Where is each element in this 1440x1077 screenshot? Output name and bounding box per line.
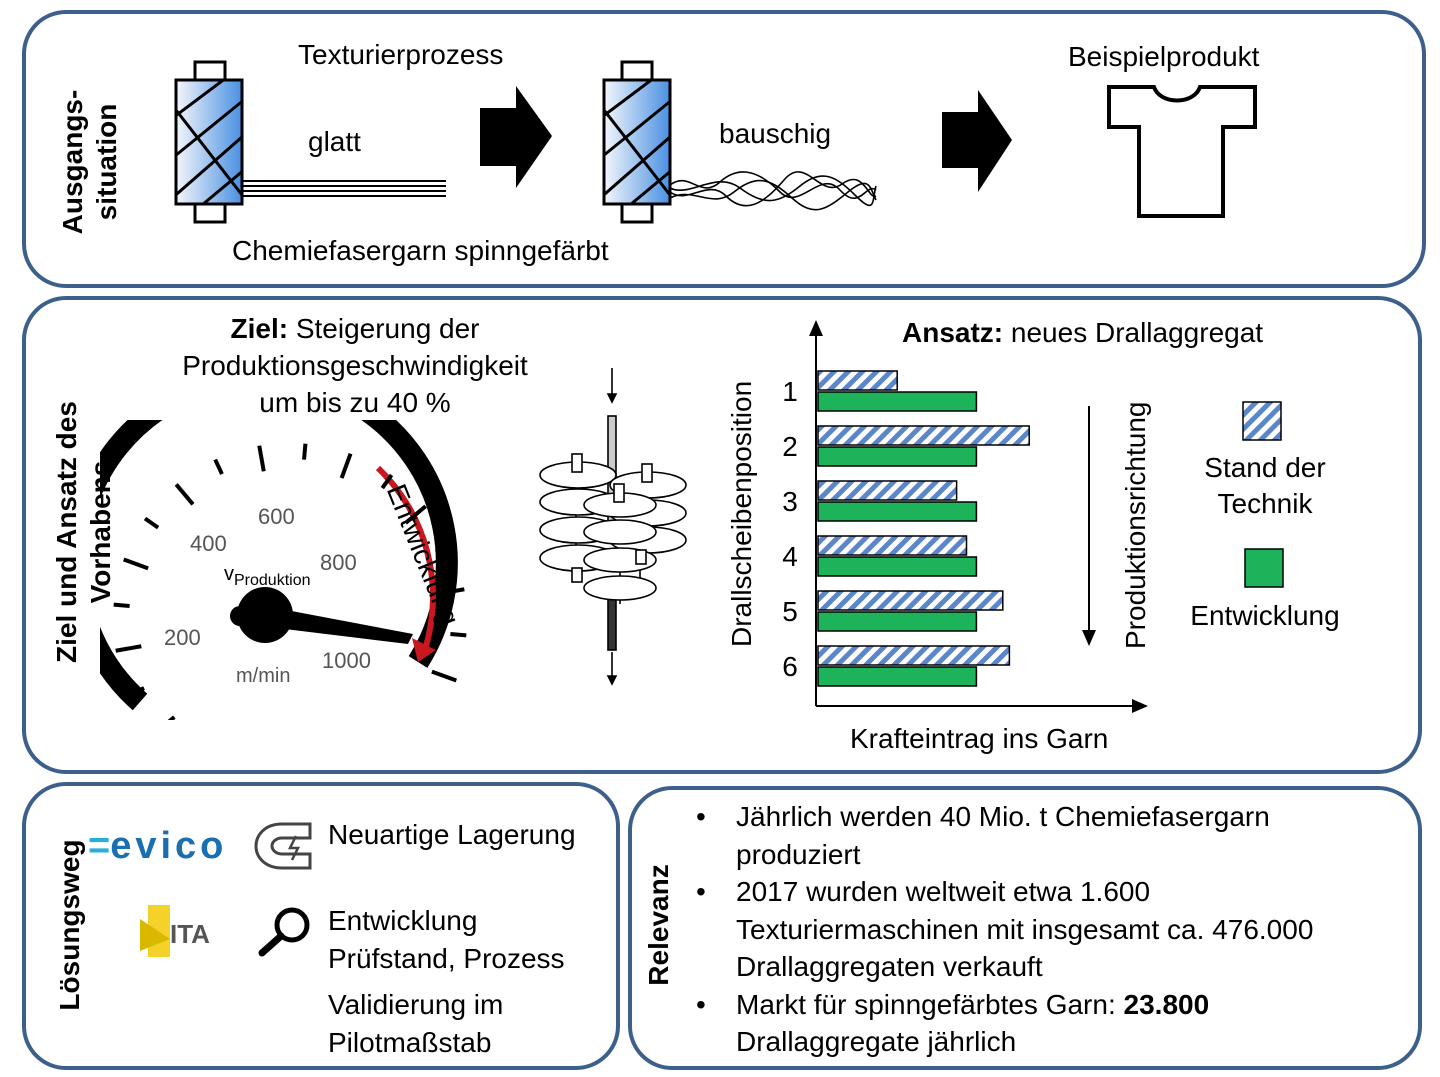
goal-line1: Steigerung der (288, 313, 480, 344)
tick-1000: 1000 (322, 648, 371, 673)
speed-tick (122, 557, 149, 571)
speedometer-icon: 200 400 600 800 1000 vProduktion m/min (100, 420, 467, 720)
spool-icon (174, 60, 244, 224)
bar-entwicklung-4 (817, 556, 978, 577)
goal-line2: Produktionsgeschwindigkeit (182, 350, 528, 381)
legend-label-stand: Stand der Technik (1204, 452, 1326, 519)
speed-unit: m/min (236, 665, 290, 687)
tick-400: 400 (190, 531, 227, 556)
speed-tick (431, 669, 458, 683)
speed-tick (438, 587, 465, 596)
speed-tick (380, 473, 394, 490)
bar-entwicklung-2 (817, 446, 978, 467)
item-validierung-line1: Validierung im (328, 989, 504, 1020)
category-label: 5 (782, 596, 798, 627)
speed-tick (257, 445, 266, 472)
category-label: 2 (782, 431, 798, 462)
category-label: 1 (782, 376, 798, 407)
goal-bold: Ziel: (230, 313, 289, 344)
panel-loesungsweg (22, 782, 620, 1070)
smooth-yarn (242, 180, 446, 197)
item-validierung-line2: Pilotmaßstab (328, 1027, 492, 1058)
evico-logo: =evico (88, 825, 228, 867)
speed-tick (174, 483, 195, 506)
category-label: 6 (782, 651, 798, 682)
relevance-item: Jährlich werden 40 Mio. t Chemiefasergar… (696, 798, 1396, 873)
arrow-right-icon (942, 90, 1012, 192)
bar-entwicklung-6 (817, 666, 978, 687)
speed-tick (113, 602, 130, 608)
speed-symbol: vProduktion (224, 563, 311, 589)
bar-chart: 1 2 3 4 5 6 (782, 320, 1284, 713)
bar-stand-2 (817, 425, 1030, 446)
bulky-yarn (669, 171, 877, 211)
ita-logo: ITA (140, 905, 210, 957)
chart-title: Ansatz: neues Drallaggregat (902, 317, 1264, 348)
arrow-right-icon (480, 86, 552, 188)
speed-tick (302, 443, 308, 460)
magnifier-icon (258, 907, 310, 957)
speed-tick (143, 516, 160, 530)
relevance-item: 2017 wurden weltweit etwa 1.600 Texturie… (696, 873, 1396, 986)
bar-entwicklung-5 (817, 611, 978, 632)
item-entwicklung-line1: Entwicklung (328, 905, 478, 936)
panel-ziel-und-ansatz (22, 296, 1422, 774)
bar-stand-6 (817, 645, 1011, 666)
process-title: Texturierprozess (298, 39, 504, 70)
bar-stand-5 (817, 590, 1004, 611)
section-label-loesungsweg: Lösungsweg (54, 839, 85, 1011)
goal-line3: um bis zu 40 % (259, 387, 451, 418)
section-label-relevanz: Relevanz (643, 864, 674, 986)
speed-tick (213, 458, 224, 475)
tick-600: 600 (258, 504, 295, 529)
speed-tick (404, 504, 427, 525)
legend-swatch-hatched (1242, 401, 1282, 441)
category-label: 4 (782, 541, 798, 572)
product-title: Beispielprodukt (1068, 41, 1260, 72)
yarn-label: Chemiefasergarn spinngefärbt (232, 235, 609, 266)
spool-icon (602, 60, 672, 224)
bar-stand-3 (817, 480, 958, 501)
relevance-list: Jährlich werden 40 Mio. t Chemiefasergar… (696, 798, 1396, 1061)
twist-unit-icon (539, 368, 687, 686)
bar-stand-4 (817, 535, 968, 556)
tshirt-icon (1107, 85, 1257, 218)
bar-entwicklung-3 (817, 501, 978, 522)
speed-tick (128, 686, 145, 697)
smooth-label: glatt (308, 126, 361, 157)
legend-label-entwicklung: Entwicklung (1190, 600, 1340, 631)
goal-text: Ziel: Steigerung der Produktionsgeschwin… (150, 312, 560, 420)
speed-tick (450, 632, 467, 638)
relevance-item: Markt für spinngefärbtes Garn: 23.800 Dr… (696, 986, 1396, 1061)
speed-tick (115, 644, 142, 653)
bulky-label: bauschig (719, 118, 832, 149)
speed-tick (339, 452, 353, 479)
chart-xlabel: Krafteintrag ins Garn (850, 723, 1109, 754)
speed-tick (435, 543, 452, 554)
tick-800: 800 (320, 550, 357, 575)
item-neuartige-lagerung: Neuartige Lagerung (328, 819, 576, 850)
tick-200: 200 (164, 625, 201, 650)
magnet-icon (254, 822, 312, 870)
bar-entwicklung-1 (817, 391, 978, 412)
item-entwicklung-line2: Prüfstand, Prozess (328, 943, 565, 974)
category-label: 3 (782, 486, 798, 517)
section1-graphics (174, 60, 1257, 224)
speed-tick (167, 715, 176, 720)
legend-swatch-green (1244, 548, 1284, 588)
chart-ylabel: Drallscheibenposition (726, 380, 757, 647)
bar-stand-1 (817, 370, 898, 391)
direction-label: Produktionsrichtung (1120, 401, 1151, 649)
